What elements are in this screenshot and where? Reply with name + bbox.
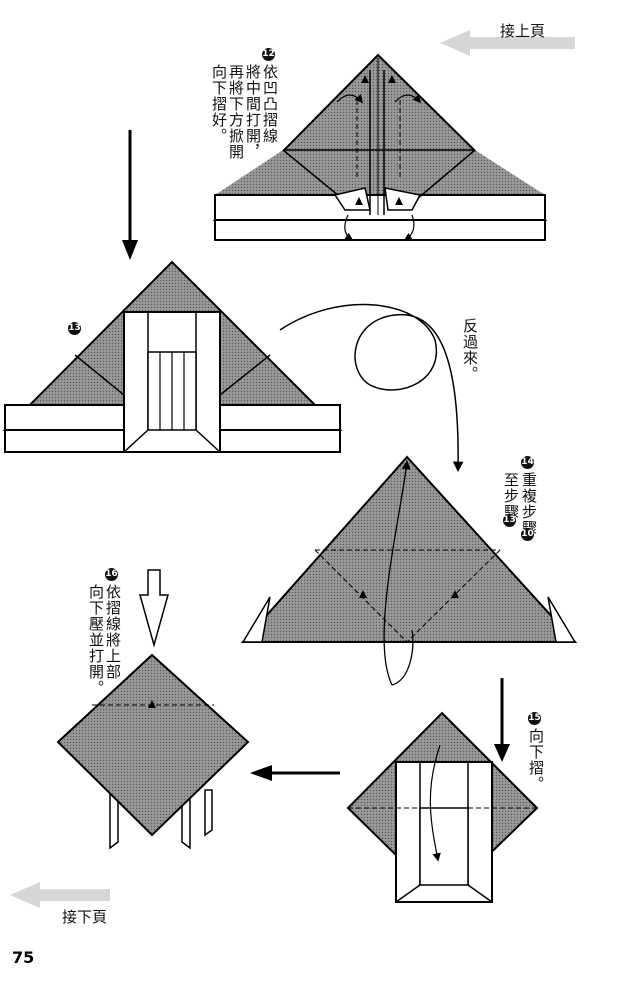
step-16-line2: 向下壓並打開。 [87, 584, 105, 696]
step-13-figure [2, 260, 343, 453]
prev-page-label[interactable]: 接上頁 [500, 22, 546, 40]
step-14-ref-a: 10 [521, 528, 534, 541]
step-12-line4: 向下摺好。 [210, 64, 228, 144]
step-13-number: 13 [68, 322, 81, 335]
next-page-arrow[interactable] [10, 882, 110, 908]
step-12-line2: 將中間打開， [244, 64, 262, 160]
step-12-line3: 再將下方掀開 [227, 64, 245, 160]
left-arrow-15-16 [250, 765, 340, 781]
flip-text: 反過來。 [461, 318, 479, 382]
step-14-figure [240, 455, 578, 686]
down-arrow-12-13 [122, 130, 138, 260]
step-12-line1: 依凹凸摺線 [261, 64, 279, 144]
step-14-line2: 至步驟 [502, 472, 520, 520]
step-14-line1: 重複步驟 [520, 472, 538, 536]
down-arrow-14-15 [494, 678, 510, 762]
step-15-figure [346, 711, 539, 903]
prev-page-arrow[interactable] [440, 30, 575, 56]
step-12-number: 12 [262, 48, 275, 61]
page-number: 75 [12, 948, 35, 967]
step-15-line1: 向下摺。 [527, 728, 545, 792]
step-16-line1: 依摺線將上部 [104, 584, 122, 680]
step-16-figure [56, 569, 250, 850]
step-15-number: 15 [528, 712, 541, 725]
next-page-label[interactable]: 接下頁 [62, 908, 108, 926]
step-14-number: 14 [521, 456, 534, 469]
step-12-figure [212, 53, 548, 241]
step-14-ref-b: 13 [503, 514, 516, 527]
step-16-number: 16 [105, 568, 118, 581]
flip-loop-arrow [279, 303, 464, 473]
